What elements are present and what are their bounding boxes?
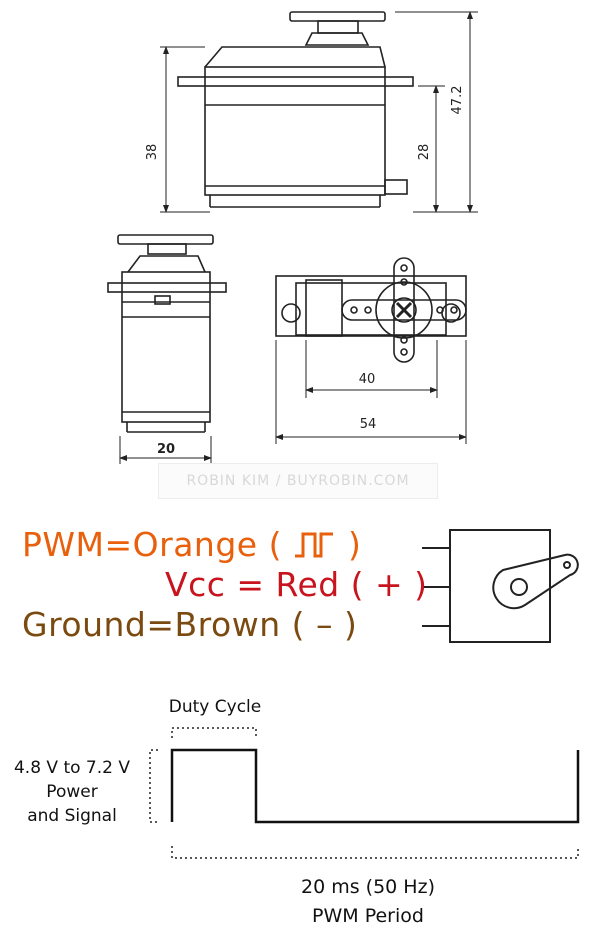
dim-total-length: 54 (360, 417, 377, 432)
voltage-power: Power (46, 782, 98, 802)
dim-total-height: 47.2 (450, 86, 465, 115)
dimension-lines-top (275, 340, 467, 444)
servo-front-view (107, 234, 227, 433)
pwm-wire-label: PWM=Orange ( ) (22, 526, 361, 564)
period-label: 20 ms (50 Hz) PWM Period (268, 873, 468, 931)
dim-flange-height: 28 (417, 144, 432, 161)
period-frequency: 20 ms (50 Hz) (301, 876, 435, 898)
dimension-lines-side (160, 11, 478, 213)
ground-wire-label: Ground=Brown ( – ) (22, 605, 358, 644)
servo-top-view (275, 257, 467, 363)
dim-width: 20 (157, 442, 175, 457)
pwm-symbol-close: ) (347, 525, 362, 564)
pwm-label-text: PWM=Orange (22, 525, 258, 564)
pulse-icon (294, 532, 333, 558)
dimension-lines-width (119, 436, 212, 464)
pwm-brackets (149, 727, 579, 859)
voltage-label: 4.8 V to 7.2 V Power and Signal (2, 756, 142, 828)
period-title: PWM Period (312, 905, 424, 927)
pwm-waveform (170, 748, 580, 824)
pwm-symbol-open: ( (268, 525, 282, 564)
dim-hole-spacing: 40 (359, 372, 376, 387)
voltage-range: 4.8 V to 7.2 V (13, 758, 130, 778)
voltage-signal: and Signal (27, 806, 117, 826)
servo-side-view (177, 11, 414, 208)
duty-cycle-label: Duty Cycle (168, 697, 262, 717)
watermark: ROBIN KIM / BUYROBIN.COM (158, 463, 438, 499)
vcc-wire-label: Vcc = Red ( + ) (165, 565, 428, 604)
servo-schematic (422, 529, 579, 643)
dim-body-height: 38 (145, 144, 160, 161)
